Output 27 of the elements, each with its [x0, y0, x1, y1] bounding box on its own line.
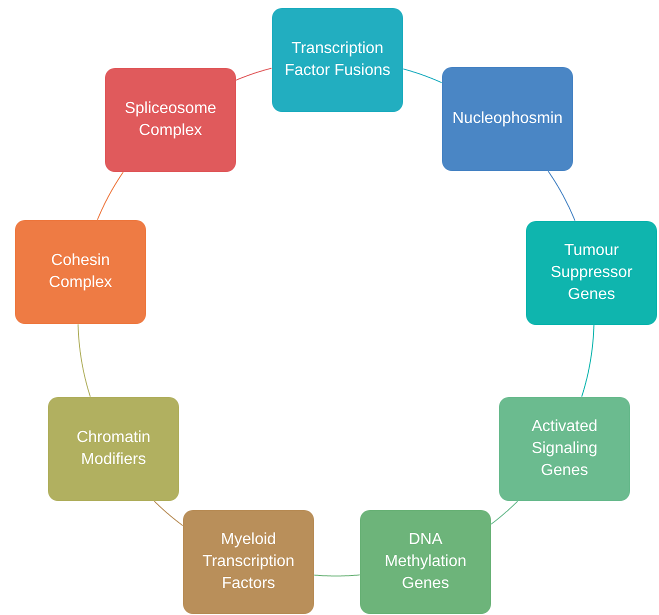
topic-box: [272, 8, 403, 112]
box-label: Nucleophosmin: [452, 109, 563, 129]
topic-box: [526, 221, 657, 325]
box-label: Myeloid Transcription Factors: [202, 530, 296, 594]
connector-arc: [314, 574, 360, 576]
connector-arc: [490, 500, 518, 525]
connector-arc: [548, 170, 576, 222]
connector-arc: [154, 500, 184, 526]
box-label: Cohesin Complex: [48, 251, 114, 293]
box-label: Activated Signaling Genes: [530, 417, 598, 481]
connector-arc: [581, 324, 594, 398]
topic-box: [105, 68, 236, 172]
connector-arc: [236, 68, 272, 81]
box-label: Tumour Suppressor Genes: [550, 241, 634, 305]
topic-box: [183, 510, 314, 614]
topic-box: [442, 67, 573, 171]
connector-arc: [96, 172, 124, 220]
box-label: DNA Methylation Genes: [384, 530, 468, 594]
box-label: Chromatin Modifiers: [76, 428, 152, 470]
topic-box: [360, 510, 491, 614]
box-label: Spliceosome Complex: [124, 99, 218, 141]
topic-box: [15, 220, 146, 324]
box-label: Transcription Factor Fusions: [284, 39, 392, 81]
topic-box: [499, 397, 630, 501]
topic-box: [48, 397, 179, 501]
connector-arc: [78, 324, 91, 398]
connector-arc: [402, 68, 442, 84]
